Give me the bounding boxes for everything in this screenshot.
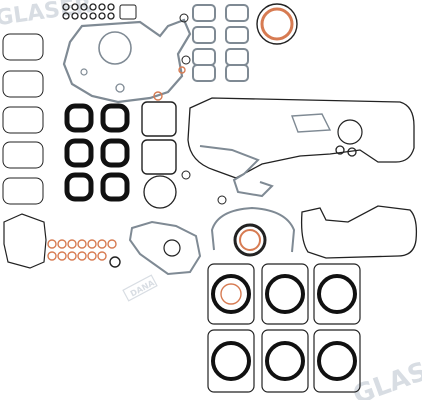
exhaust-manifold-gaskets (192, 4, 249, 82)
copper-rings (153, 91, 163, 101)
square-gaskets (141, 101, 177, 175)
rear-cover-gasket (199, 145, 274, 198)
watermark-brand-top: GLASER (0, 0, 93, 31)
round-gasket (256, 3, 298, 45)
cylinder-head-gasket (313, 263, 361, 325)
seal-ring (181, 170, 191, 180)
rear-main-seal (210, 206, 296, 253)
cylinder-head-gasket (313, 329, 361, 393)
crankshaft-seal (233, 223, 267, 257)
small-plate-gasket (119, 4, 137, 20)
round-seal-gasket (143, 175, 177, 209)
copper-washer-rows (47, 239, 121, 268)
front-cover-gasket (62, 18, 192, 104)
bottom-left-gasket (3, 213, 47, 269)
cylinder-head-gasket (261, 263, 309, 325)
cylinder-head-gasket (261, 329, 309, 393)
small-o-rings (62, 3, 115, 20)
water-pump-gasket (128, 220, 202, 276)
seal-ring (179, 13, 189, 23)
cylinder-head-gasket (207, 263, 255, 325)
cylinder-head-gasket (207, 329, 255, 393)
oil-pan-gasket (187, 97, 415, 179)
watermark-seal: DANA (122, 274, 158, 302)
intake-manifold-gaskets (64, 103, 130, 202)
seal-ring (181, 55, 191, 65)
valve-cover-gaskets (2, 33, 44, 205)
side-cover-gasket (300, 205, 418, 259)
copper-washer (178, 66, 186, 74)
seal-ring (217, 195, 227, 205)
cylinder-head-gaskets (207, 263, 361, 393)
